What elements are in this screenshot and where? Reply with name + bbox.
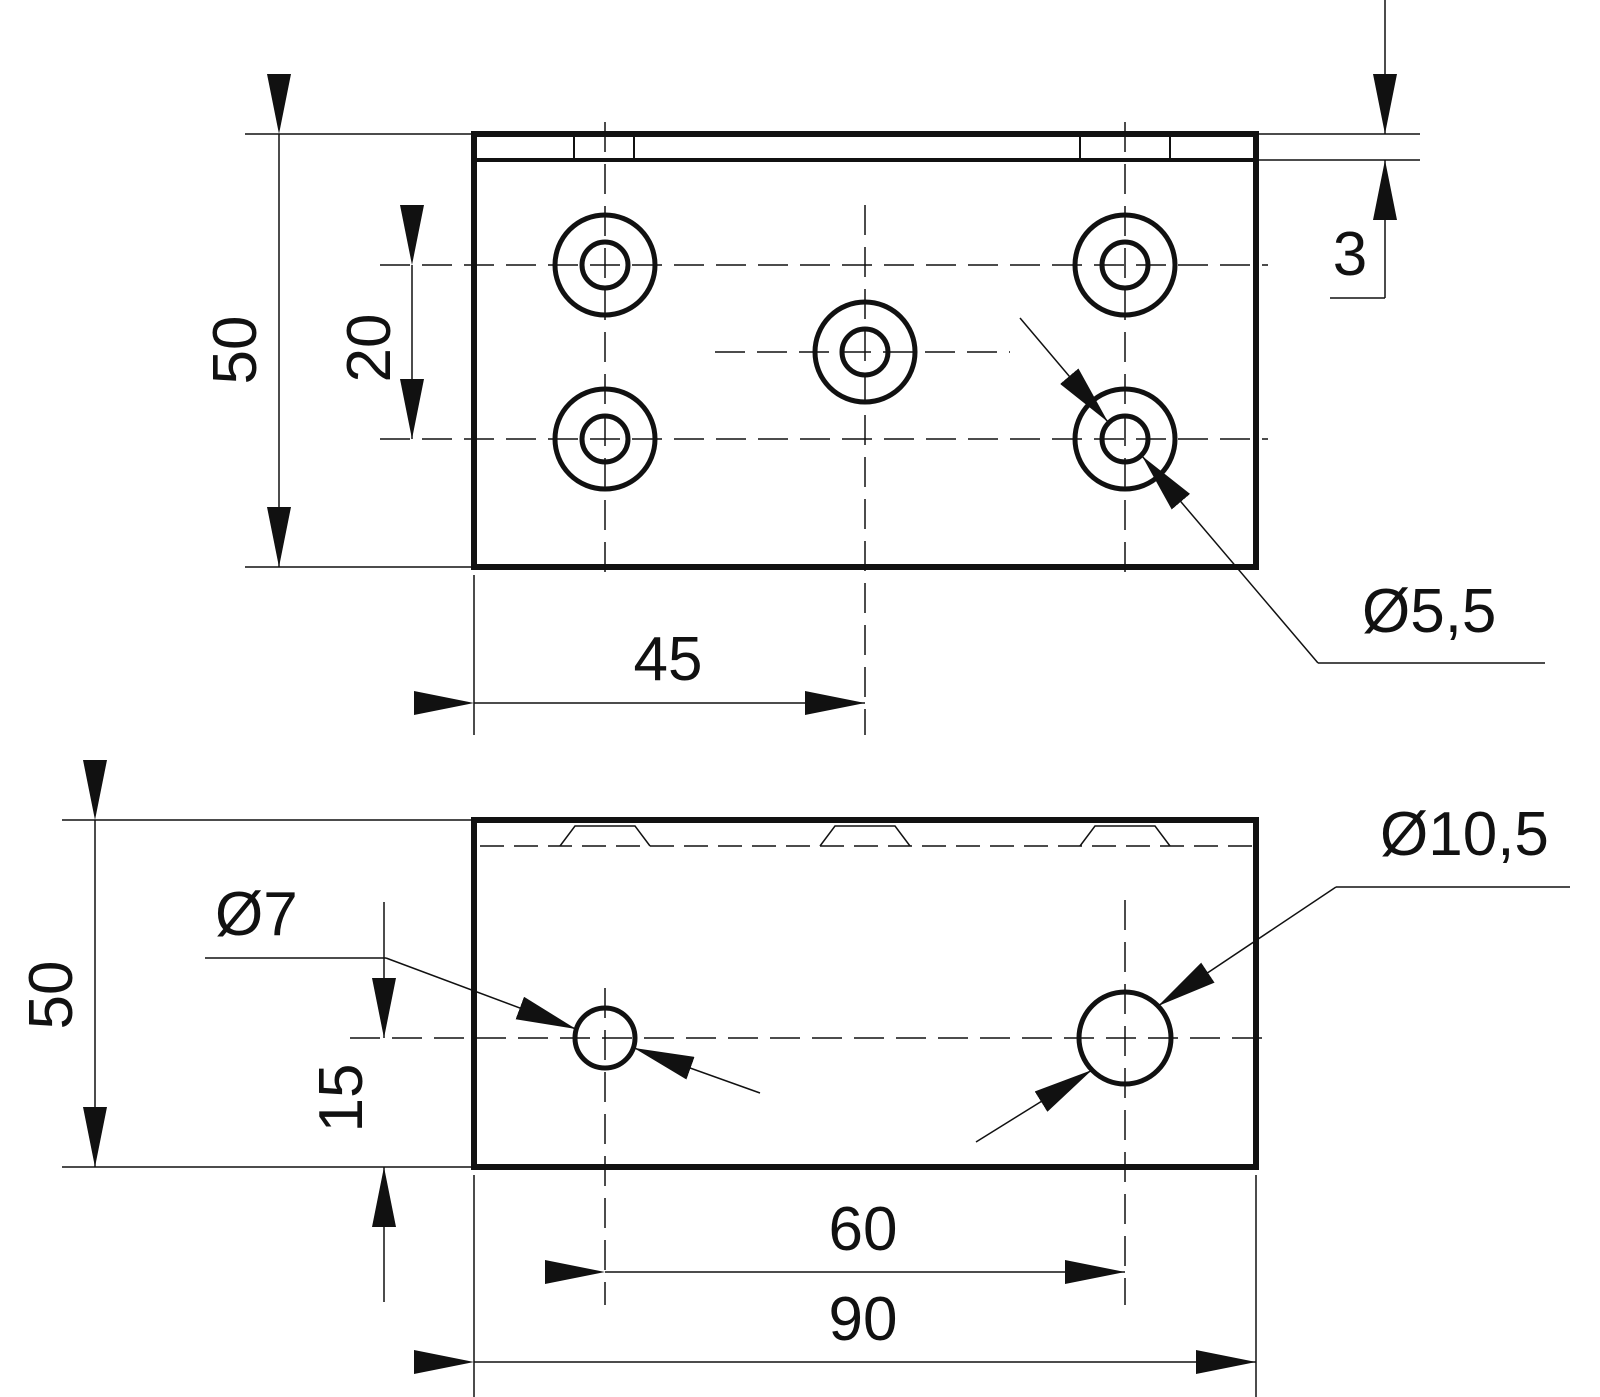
dim-center-offset-label: 45 [634, 625, 703, 694]
dim-thickness-label: 3 [1333, 220, 1367, 289]
dim-left-hole-diameter [205, 957, 761, 1094]
flange-hole-marks [573, 134, 1171, 160]
dim-small-hole-diameter [1019, 317, 1545, 664]
dim-height-top-label: 50 [201, 316, 270, 385]
dim-right-hole-diameter [975, 886, 1570, 1143]
dim-center-offset [414, 575, 865, 735]
hole-small-left [572, 1005, 638, 1071]
dim-left-hole-diameter-label: Ø7 [215, 880, 298, 949]
dim-small-hole-diameter-label: Ø5,5 [1362, 577, 1496, 646]
dim-thickness [1256, 0, 1420, 299]
dim-width [414, 1175, 1257, 1397]
countersunk-hole-top-left [552, 212, 658, 318]
dim-hole-spacing-label: 60 [829, 1195, 898, 1264]
bottom-view: 50 15 60 90 Ø7 Ø [17, 760, 1570, 1397]
countersunk-hole-top-right [1072, 212, 1178, 318]
bottom-view-centerlines [350, 900, 1268, 1305]
dim-height-bottom-label: 50 [17, 961, 86, 1030]
hidden-hole-profiles [559, 825, 1171, 847]
hole-large-right [1076, 989, 1174, 1087]
dim-hole-spacing-vertical-label: 20 [335, 314, 404, 383]
dim-hole-height-label: 15 [307, 1064, 376, 1133]
countersunk-hole-bottom-left [552, 386, 658, 492]
dim-height-bottom [62, 760, 474, 1168]
top-view: 50 20 45 3 Ø5,5 [201, 0, 1545, 735]
countersunk-hole-bottom-right [1072, 386, 1178, 492]
bottom-view-outline [471, 817, 1259, 1170]
dim-width-label: 90 [829, 1285, 898, 1354]
dim-right-hole-diameter-label: Ø10,5 [1380, 800, 1549, 869]
top-view-centerlines [380, 122, 1268, 735]
dim-height-top [245, 74, 474, 568]
countersunk-hole-center [812, 299, 918, 405]
